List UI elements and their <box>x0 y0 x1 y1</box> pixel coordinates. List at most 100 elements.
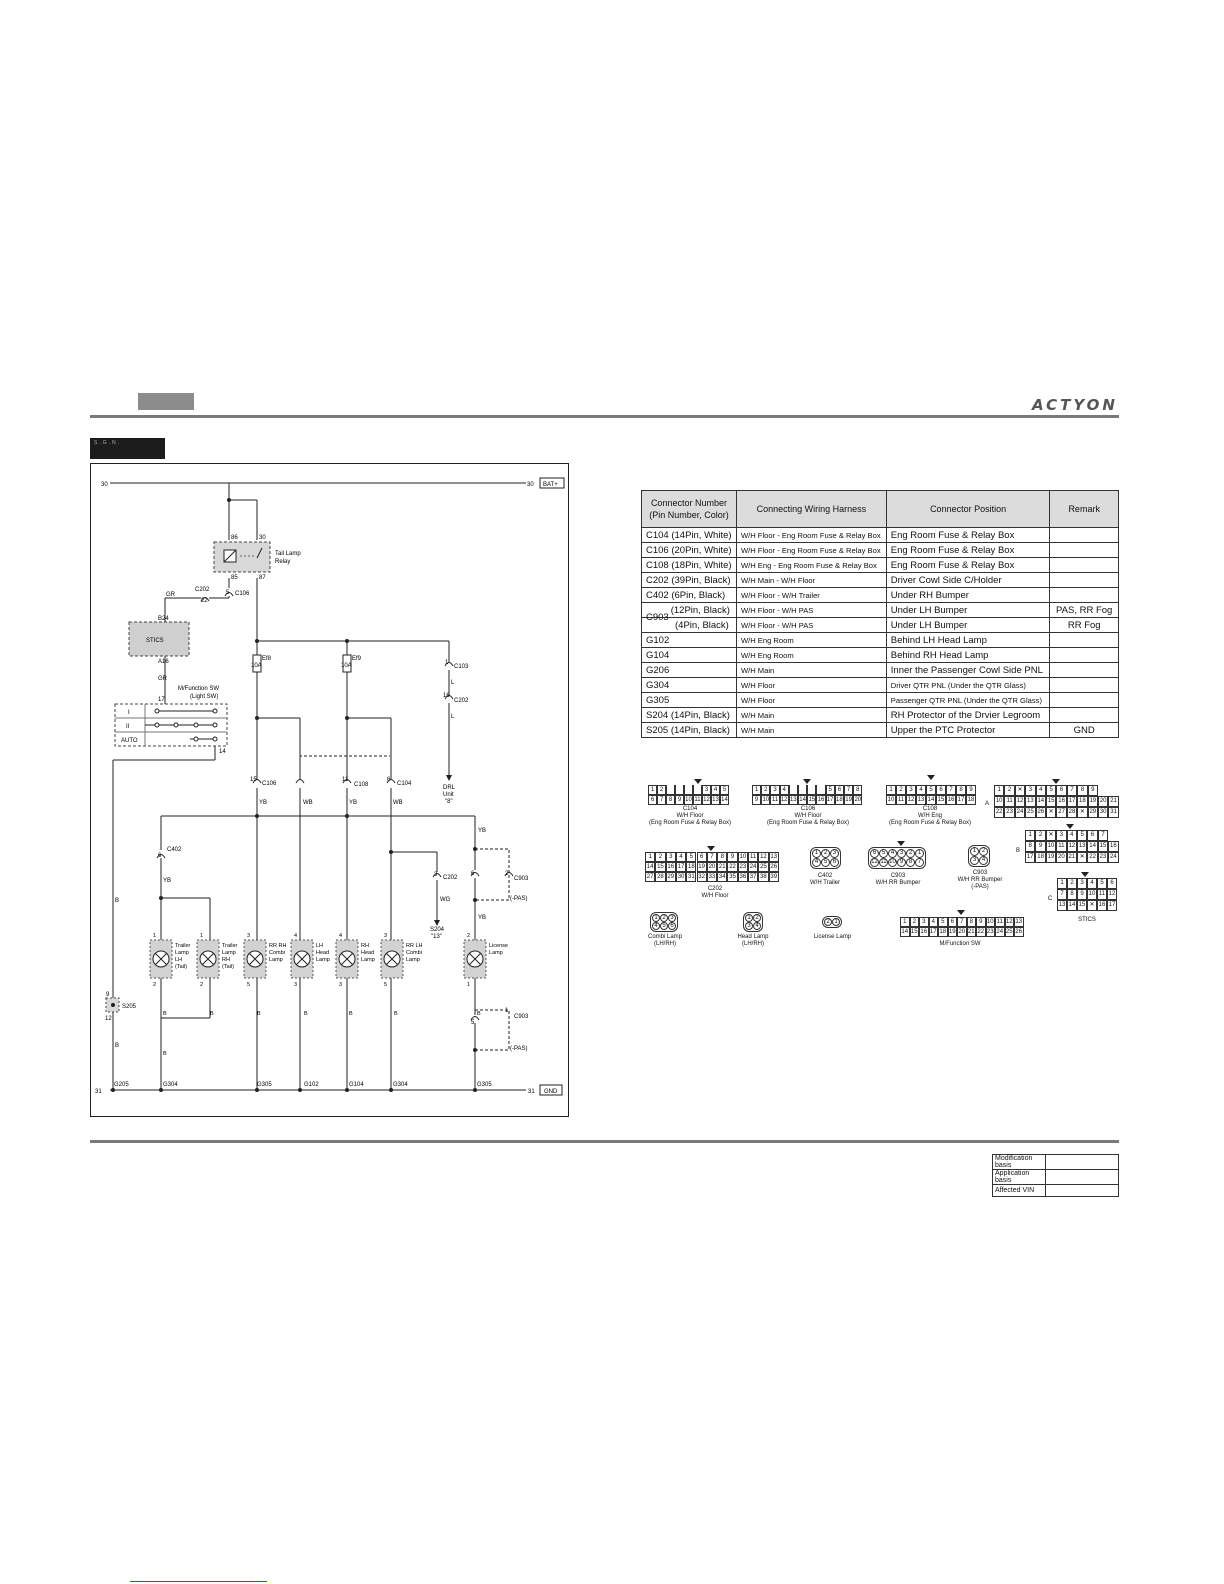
relay-pin-85: 85 <box>231 575 238 581</box>
pin-cell: 17 <box>956 795 966 805</box>
pin-cell: 20 <box>957 927 967 937</box>
stics-caption: STICS <box>1078 917 1096 923</box>
mod-basis-label: Modification basis <box>992 1154 1046 1170</box>
pin-cell: 5 <box>825 785 835 795</box>
pin-cell <box>684 785 693 795</box>
affected-vin-label: Affected VIN <box>992 1184 1046 1197</box>
cell: C108 (18Pin, White) <box>641 557 737 573</box>
pin-cell: 10 <box>985 917 995 927</box>
lamp-label: Lamp <box>361 957 375 963</box>
wiring-diagram: 30 30 BAT+ 31 31 GND 86 30 85 87 Tail La… <box>95 477 565 1096</box>
lamp-label: RR LH <box>406 943 423 949</box>
pin-cell: 10 <box>994 796 1005 807</box>
c202-wg-label: C202 <box>443 875 458 881</box>
lamp-label: RH <box>222 957 230 963</box>
pin-cell: 9 <box>752 795 762 805</box>
pin-cell: 21 <box>966 927 976 937</box>
pin-cell: 24 <box>1014 807 1026 818</box>
pin-cell: 23 <box>737 862 748 872</box>
cell: Under LH Bumper <box>885 617 1051 633</box>
pin-cell: 35 <box>727 872 738 882</box>
pin-cell: 6 <box>648 795 657 805</box>
pin-cell: ✕ <box>1046 807 1057 818</box>
pin-cell: 17 <box>1025 852 1036 863</box>
pin-cell: 28 <box>655 872 666 882</box>
mfsw-title-2: (Light SW) <box>190 694 218 700</box>
pin-cell: 9 <box>727 852 738 862</box>
cell: RR Fog <box>1049 617 1119 633</box>
pin-cell: 3 <box>745 922 753 930</box>
wire-gr-1: GR <box>166 592 176 598</box>
wire-yb-1: YB <box>259 800 267 806</box>
pin-cell: 3 <box>919 917 929 927</box>
pin-cell: 9 <box>1035 841 1046 852</box>
pin-cell: 24 <box>1108 852 1119 863</box>
cell: W/H Floor - W/H PAS <box>735 617 887 633</box>
pin-cell: 5 <box>879 849 888 858</box>
lamp-label: License <box>489 943 508 949</box>
pin-cell: 4 <box>675 852 687 862</box>
lamp-label: Lamp <box>406 957 420 963</box>
pin-cell: 24 <box>995 927 1005 937</box>
c202-top-label: C202 <box>195 587 210 593</box>
cell: W/H Floor <box>735 677 887 693</box>
pin-cell: 21 <box>1108 796 1119 807</box>
pin-cell: 2 <box>979 847 988 856</box>
bottom-link-underline[interactable] <box>130 1581 267 1582</box>
lamp-pin-top: 2 <box>467 933 470 939</box>
ground-g304-a: G304 <box>163 1082 178 1088</box>
pin-cell: 13 <box>916 795 926 805</box>
pin-cell: 20 <box>1056 852 1067 863</box>
pin-cell: 9 <box>966 785 976 795</box>
pin-cell: 13 <box>711 795 720 805</box>
rail-30-left: 30 <box>101 482 108 488</box>
lamp-label: Lamp <box>175 950 189 956</box>
cell <box>1049 677 1119 693</box>
pin-cell: 22 <box>976 927 986 937</box>
cell: W/H Floor - W/H Trailer <box>735 587 887 603</box>
pin-cell: 4 <box>711 785 720 795</box>
pin-cell: 12 <box>779 795 789 805</box>
lamp-label: (Tail) <box>222 964 234 970</box>
fuse-ef8-amp: 10A <box>251 663 262 669</box>
pin-cell: 7 <box>946 785 956 795</box>
pin-cell: 23 <box>1097 852 1109 863</box>
pin-cell: 8 <box>666 795 675 805</box>
pin-cell: 19 <box>1087 796 1098 807</box>
pin-cell: 25 <box>758 862 769 872</box>
cell: GND <box>1049 722 1119 738</box>
s205-pin-9: 9 <box>106 992 110 998</box>
cell: C903(12Pin, Black) <box>641 602 737 623</box>
cell: W/H Main <box>735 707 887 723</box>
lamp-label: Lamp <box>222 950 236 956</box>
pin-cell: 1 <box>752 785 762 795</box>
pin-cell: 23 <box>1004 807 1015 818</box>
pin-cell: ✕ <box>1087 900 1097 911</box>
pin-cell: 6 <box>830 858 839 867</box>
c903-upper-label: C903 <box>514 876 529 882</box>
stics-c-tag: C <box>1047 896 1053 902</box>
table-row: C106 (20Pin, White)W/H Floor - Eng Room … <box>641 542 1119 558</box>
lamp-wire-b: B <box>163 1011 167 1017</box>
drl-line-2: Unit <box>443 792 454 798</box>
s205-pin-12: 12 <box>105 1016 112 1022</box>
pin-cell: 10 <box>1045 841 1057 852</box>
pin-cell: 3 <box>702 785 711 795</box>
pin-cell: 7 <box>957 917 967 927</box>
fuse-ef8 <box>252 654 262 673</box>
wire-yb-lic-1: YB <box>478 828 486 834</box>
table-row: Application basis <box>992 1169 1119 1185</box>
lamp-label: Head <box>316 950 329 956</box>
pin-cell: 2 <box>1035 830 1046 841</box>
pin-cell: 25 <box>1004 927 1014 937</box>
pin-cell: 12 <box>870 858 879 867</box>
cell: W/H Floor - W/H PAS <box>735 602 887 618</box>
col-remark: Remark <box>1049 490 1119 528</box>
lamp-pin-top: 4 <box>294 933 297 939</box>
c108-label: C108 <box>354 782 369 788</box>
